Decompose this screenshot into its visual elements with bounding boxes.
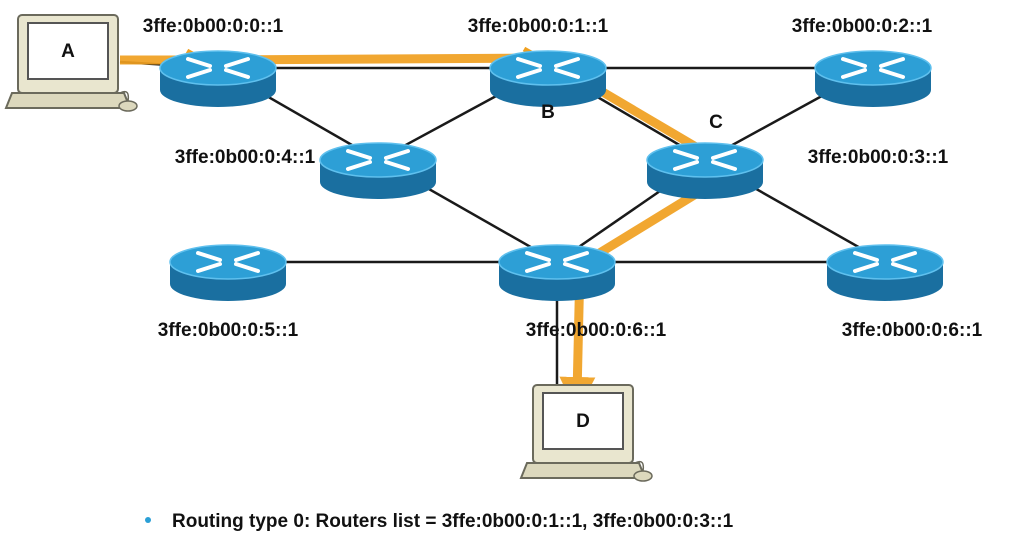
router-address-r1: 3ffe:0b00:0:1::1 [468,16,609,37]
router-address-r5: 3ffe:0b00:0:5::1 [158,320,299,341]
router-arrow [196,251,222,262]
router-r2 [814,50,932,107]
caption: Routing type 0: Routers list = 3ffe:0b00… [145,511,734,532]
router-top [826,244,944,280]
caption-text: Routing type 0: Routers list = 3ffe:0b00… [172,511,734,532]
router-r5 [169,244,287,301]
router-arrow [346,160,372,171]
router-arrow [673,149,699,160]
router-arrow [853,251,879,262]
router-letter-r1: B [541,102,555,123]
router-arrow [516,57,542,68]
router-arrow [891,262,917,273]
host-label: D [576,411,590,432]
router-r4 [319,142,437,199]
router-address-r0: 3ffe:0b00:0:0::1 [143,16,284,37]
router-address-r3: 3ffe:0b00:0:3::1 [808,147,949,168]
router-letter-r3: C [709,112,723,133]
router-arrow [563,251,589,262]
router-address-r6: 3ffe:0b00:0:6::1 [526,320,667,341]
host-label: A [61,41,75,62]
router-top [159,50,277,86]
caption-bullet [145,517,151,523]
links-layer [119,60,886,400]
host-hostA: A [4,14,138,112]
router-arrow [879,57,905,68]
mouse [633,470,653,482]
router-arrow [554,68,580,79]
router-arrow [186,57,212,68]
router-r6 [498,244,616,301]
router-top [646,142,764,178]
router-arrow [525,251,551,262]
router-arrow [841,68,867,79]
router-arrow [196,262,222,273]
router-arrow [554,57,580,68]
router-top [169,244,287,280]
screen [27,22,109,80]
router-arrow [525,262,551,273]
router-arrow [879,68,905,79]
router-arrow [234,262,260,273]
router-r7 [826,244,944,301]
router-top [319,142,437,178]
router-address-r4: 3ffe:0b00:0:4::1 [175,147,316,168]
router-arrow [563,262,589,273]
mouse-cable [634,460,645,472]
router-arrow [384,149,410,160]
router-arrow [186,68,212,79]
router-address-r7: 3ffe:0b00:0:6::1 [842,320,983,341]
router-top [489,50,607,86]
mouse-cable [119,90,130,102]
router-arrow [673,160,699,171]
router-r0 [159,50,277,107]
screen [542,392,624,450]
base [4,92,132,109]
router-arrow [224,57,250,68]
router-top [814,50,932,86]
router-top [498,244,616,280]
mouse [118,100,138,112]
hosts-layer: AD [4,14,653,482]
router-arrow [853,262,879,273]
host-hostD: D [519,384,653,482]
router-r3 [646,142,764,199]
router-arrow [346,149,372,160]
router-arrow [841,57,867,68]
router-arrow [711,149,737,160]
router-arrow [234,251,260,262]
router-arrow [516,68,542,79]
router-arrow [384,160,410,171]
router-r1 [489,50,607,107]
router-arrow [224,68,250,79]
router-arrow [711,160,737,171]
router-address-r2: 3ffe:0b00:0:2::1 [792,16,933,37]
router-arrow [891,251,917,262]
routers-layer [159,50,944,301]
base [519,462,647,479]
